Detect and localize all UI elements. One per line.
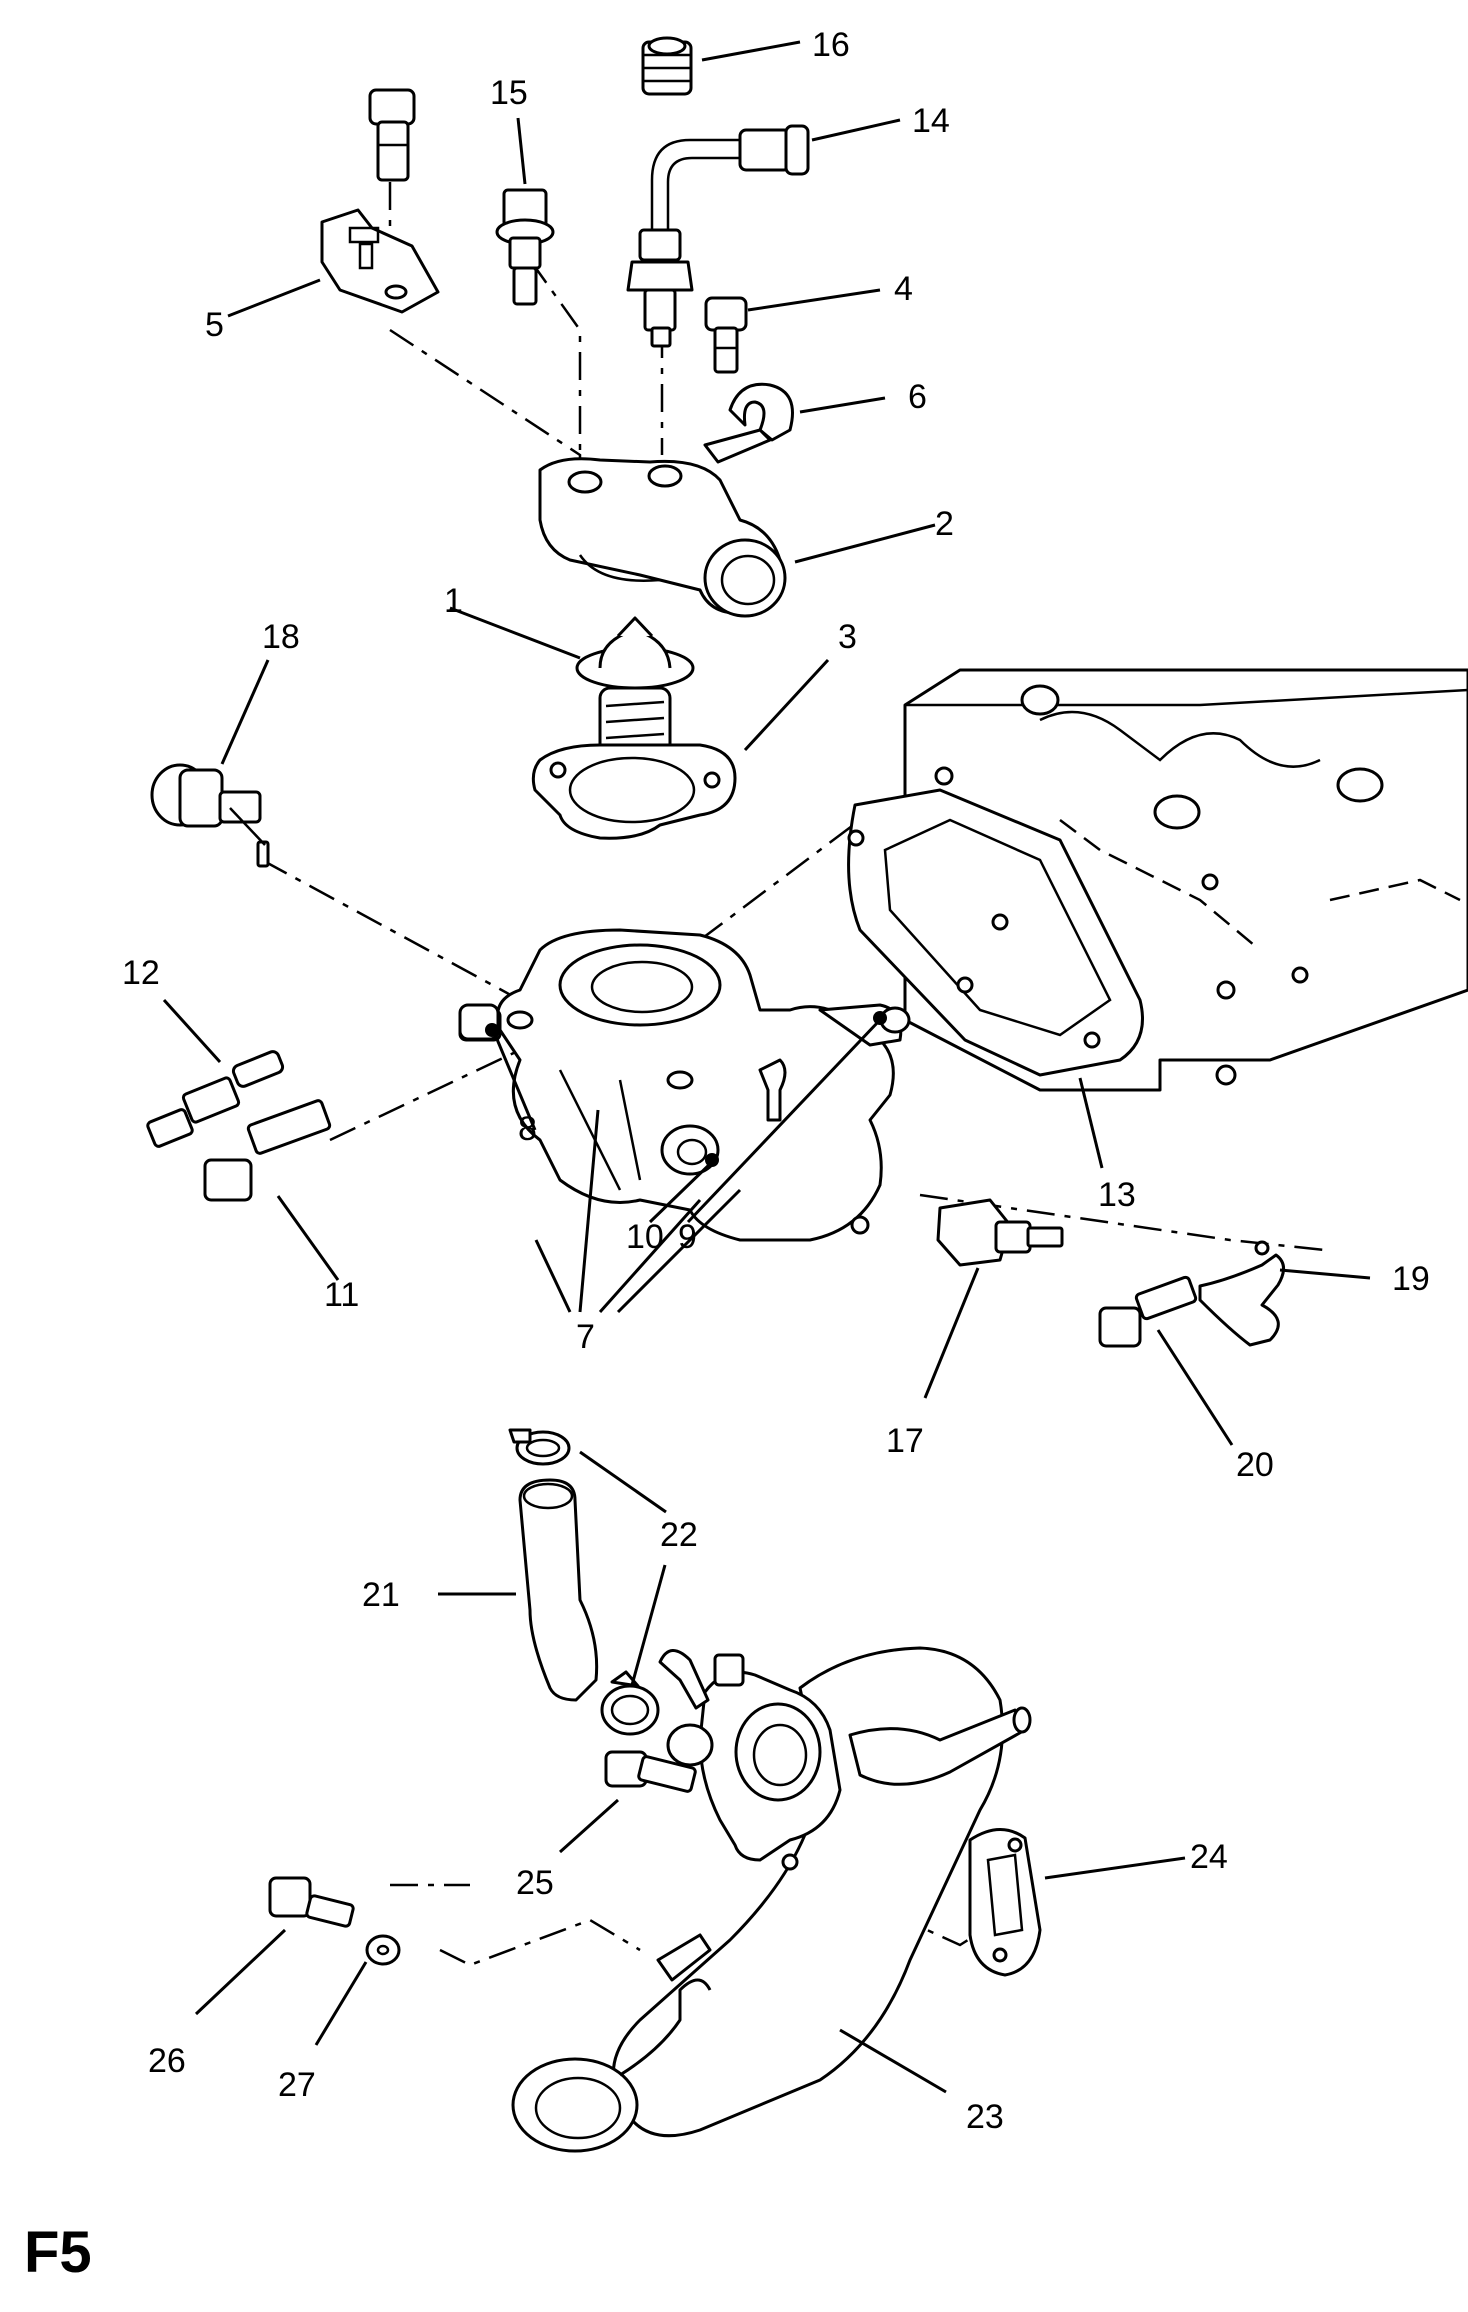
callout-22: 22 [660, 1516, 698, 1554]
part-16-plug [641, 36, 693, 96]
callout-27: 27 [278, 2066, 316, 2104]
callout-18: 18 [262, 618, 300, 656]
callout-21: 21 [362, 1576, 400, 1614]
callout-19: 19 [1392, 1260, 1430, 1298]
callout-3: 3 [838, 618, 857, 656]
callout-4: 4 [894, 270, 913, 308]
part-13-gasket [847, 788, 1144, 1077]
outlet-housing [658, 1649, 842, 1871]
figure-id: F5 [24, 2220, 92, 2285]
callout-17: 17 [886, 1422, 924, 1460]
callout-5: 5 [205, 306, 224, 344]
callout-20: 20 [1236, 1446, 1274, 1484]
part-15-sensor [495, 188, 555, 306]
callout-8: 8 [518, 1110, 537, 1148]
part-23-tube [848, 1706, 1032, 1786]
callout-16: 16 [812, 26, 850, 64]
callout-6: 6 [908, 378, 927, 416]
part-22-clamp-lower [600, 1670, 660, 1736]
part-12-fitting [146, 1050, 285, 1148]
part-27-washer [365, 1934, 401, 1966]
part-2-thermostat-housing [538, 457, 787, 618]
callout-13: 13 [1098, 1176, 1136, 1214]
part-24-gasket [968, 1828, 1042, 1977]
part-20-bolt [1098, 1275, 1198, 1348]
leader-lines [162, 40, 1371, 2094]
part-22-clamp-upper [508, 1428, 571, 1466]
part-5-bracket [320, 208, 440, 314]
part-5-bolt [368, 88, 416, 182]
callout-15: 15 [490, 74, 528, 112]
callout-23: 23 [966, 2098, 1004, 2136]
callout-10: 10 [626, 1218, 664, 1256]
callout-labels: 16 15 14 4 5 6 2 1 3 18 12 11 13 19 20 1… [122, 26, 1430, 2136]
part-1-thermostat [575, 616, 695, 762]
callout-1: 1 [444, 582, 463, 620]
part-19-bracket [1198, 1240, 1285, 1347]
callout-2: 2 [935, 505, 954, 543]
callout-9: 9 [678, 1218, 697, 1256]
callout-11: 11 [324, 1276, 359, 1314]
part-3-gasket [531, 743, 737, 840]
part-21-hose [518, 1478, 599, 1702]
callout-7: 7 [576, 1318, 595, 1356]
part-18-sensor [150, 763, 270, 868]
callout-12: 12 [122, 954, 160, 992]
part-11-bolt [203, 1099, 332, 1202]
callout-25: 25 [516, 1864, 554, 1902]
part-8-plug [458, 1003, 500, 1041]
callout-24: 24 [1190, 1838, 1228, 1876]
part-6-clip [703, 382, 794, 464]
part-14-sensor-harness [626, 124, 810, 348]
water-pump-housing [458, 928, 911, 1242]
callout-14: 14 [912, 102, 950, 140]
part-4-bolt [704, 296, 748, 374]
part-25-bolt [604, 1750, 697, 1793]
callout-26: 26 [148, 2042, 186, 2080]
part-26-bolt [268, 1876, 355, 1928]
part-17-sensor [936, 1198, 1064, 1267]
